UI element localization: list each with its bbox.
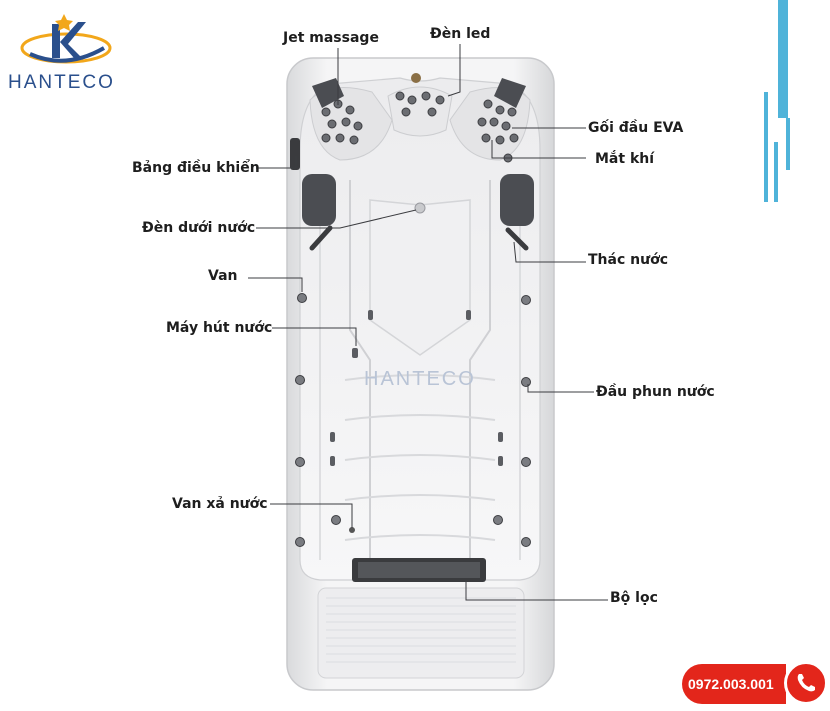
hanteco-watermark: HANTECO — [364, 368, 476, 390]
label-may-hut-nuoc: Máy hút nước — [166, 320, 273, 336]
label-bang-dieu-khien: Bảng điều khiển — [132, 160, 260, 176]
phone-badge[interactable] — [682, 664, 786, 704]
label-dau-phun-nuoc: Đầu phun nước — [596, 384, 715, 400]
logo-mark-icon — [20, 14, 112, 64]
label-den-duoi-nuoc: Đèn dưới nước — [142, 220, 256, 236]
phone-icon — [797, 674, 815, 692]
decorative-stripes — [764, 0, 790, 202]
brand-name: HANTECO — [8, 72, 115, 93]
label-jet-massage: Jet massage — [283, 30, 379, 46]
label-mat-khi: Mắt khí — [595, 151, 655, 167]
label-den-led: Đèn led — [430, 26, 491, 42]
label-van-xa-nuoc: Van xả nước — [172, 496, 268, 512]
label-goi-dau-eva: Gối đầu EVA — [588, 120, 684, 136]
hanteco-logo — [8, 8, 128, 90]
phone-call-button[interactable] — [784, 661, 828, 705]
label-van: Van — [208, 268, 238, 284]
label-thac-nuoc: Thác nước — [588, 252, 668, 268]
phone-number[interactable]: 0972.003.001 — [688, 676, 774, 692]
label-bo-loc: Bộ lọc — [610, 590, 658, 606]
